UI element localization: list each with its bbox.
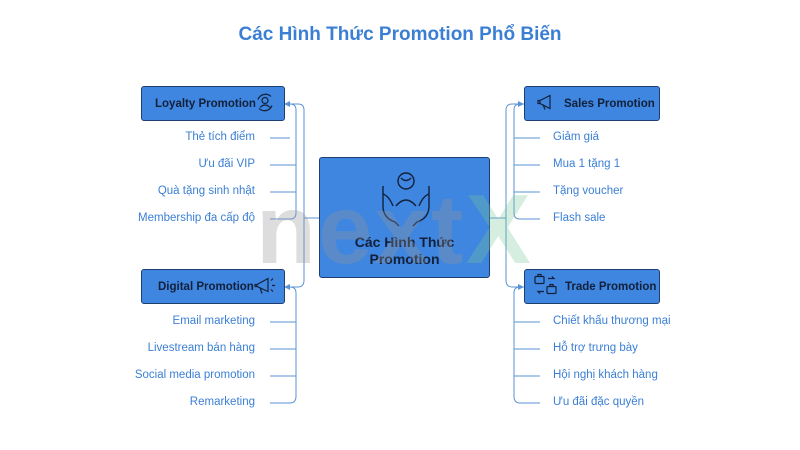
node-label: Digital Promotion [158, 280, 254, 293]
node-trade-promotion: Trade Promotion [524, 269, 660, 304]
node-label: Trade Promotion [565, 280, 657, 293]
node-center: Các Hình Thức Promotion [319, 157, 490, 278]
node-digital-promotion: Digital Promotion [141, 269, 285, 304]
list-item: Ưu đãi đặc quyền [553, 396, 645, 408]
ticks-sales [514, 137, 540, 193]
node-label: Sales Promotion [564, 97, 655, 110]
center-label: Các Hình Thức Promotion [354, 234, 455, 267]
ticks-loyalty [270, 137, 296, 193]
page-title: Các Hình Thức Promotion Phổ Biến [238, 24, 562, 45]
list-item: Flash sale [553, 212, 606, 224]
list-item: Email marketing [172, 315, 255, 327]
connector-center-sales [490, 103, 524, 219]
spine-digital [270, 286, 297, 404]
list-item: Ưu đãi VIP [198, 158, 256, 170]
node-label: Loyalty Promotion [155, 97, 256, 110]
list-item: Livestream bán hàng [147, 342, 255, 354]
list-item: Hội nghị khách hàng [553, 369, 658, 381]
node-sales-promotion: Sales Promotion [524, 86, 660, 121]
arrow-trade-icon [518, 284, 524, 290]
arrow-sales-icon [518, 101, 524, 107]
megaphone-sparkle-icon [252, 274, 276, 299]
arrow-loyalty-icon [284, 101, 290, 107]
connector-center-digital [284, 217, 319, 288]
spine-sales [513, 103, 540, 220]
list-item: Hỗ trợ trưng bày [553, 342, 638, 354]
list-item: Quà tặng sinh nhật [157, 185, 255, 197]
spine-loyalty [270, 103, 297, 220]
list-item: Mua 1 tặng 1 [553, 158, 621, 170]
connector-center-loyalty [284, 103, 319, 219]
list-item: Tặng voucher [553, 185, 624, 197]
list-item: Membership đa cấp độ [138, 212, 255, 224]
ticks-trade [514, 321, 540, 377]
node-loyalty-promotion: Loyalty Promotion [141, 86, 285, 121]
list-item: Social media promotion [134, 369, 255, 381]
list-item: Giảm giá [553, 131, 600, 143]
arrow-digital-icon [284, 284, 290, 290]
ticks-digital [270, 321, 296, 377]
connector-center-trade [490, 217, 524, 288]
briefcase-exchange-icon [533, 273, 559, 300]
hands-person-icon [379, 166, 433, 233]
list-item: Thẻ tích điểm [185, 131, 255, 143]
list-item: Remarketing [189, 396, 255, 408]
user-cycle-icon [254, 91, 276, 116]
spine-trade [513, 286, 540, 404]
megaphone-icon [535, 91, 557, 116]
list-item: Chiết khấu thương mại [553, 315, 671, 327]
